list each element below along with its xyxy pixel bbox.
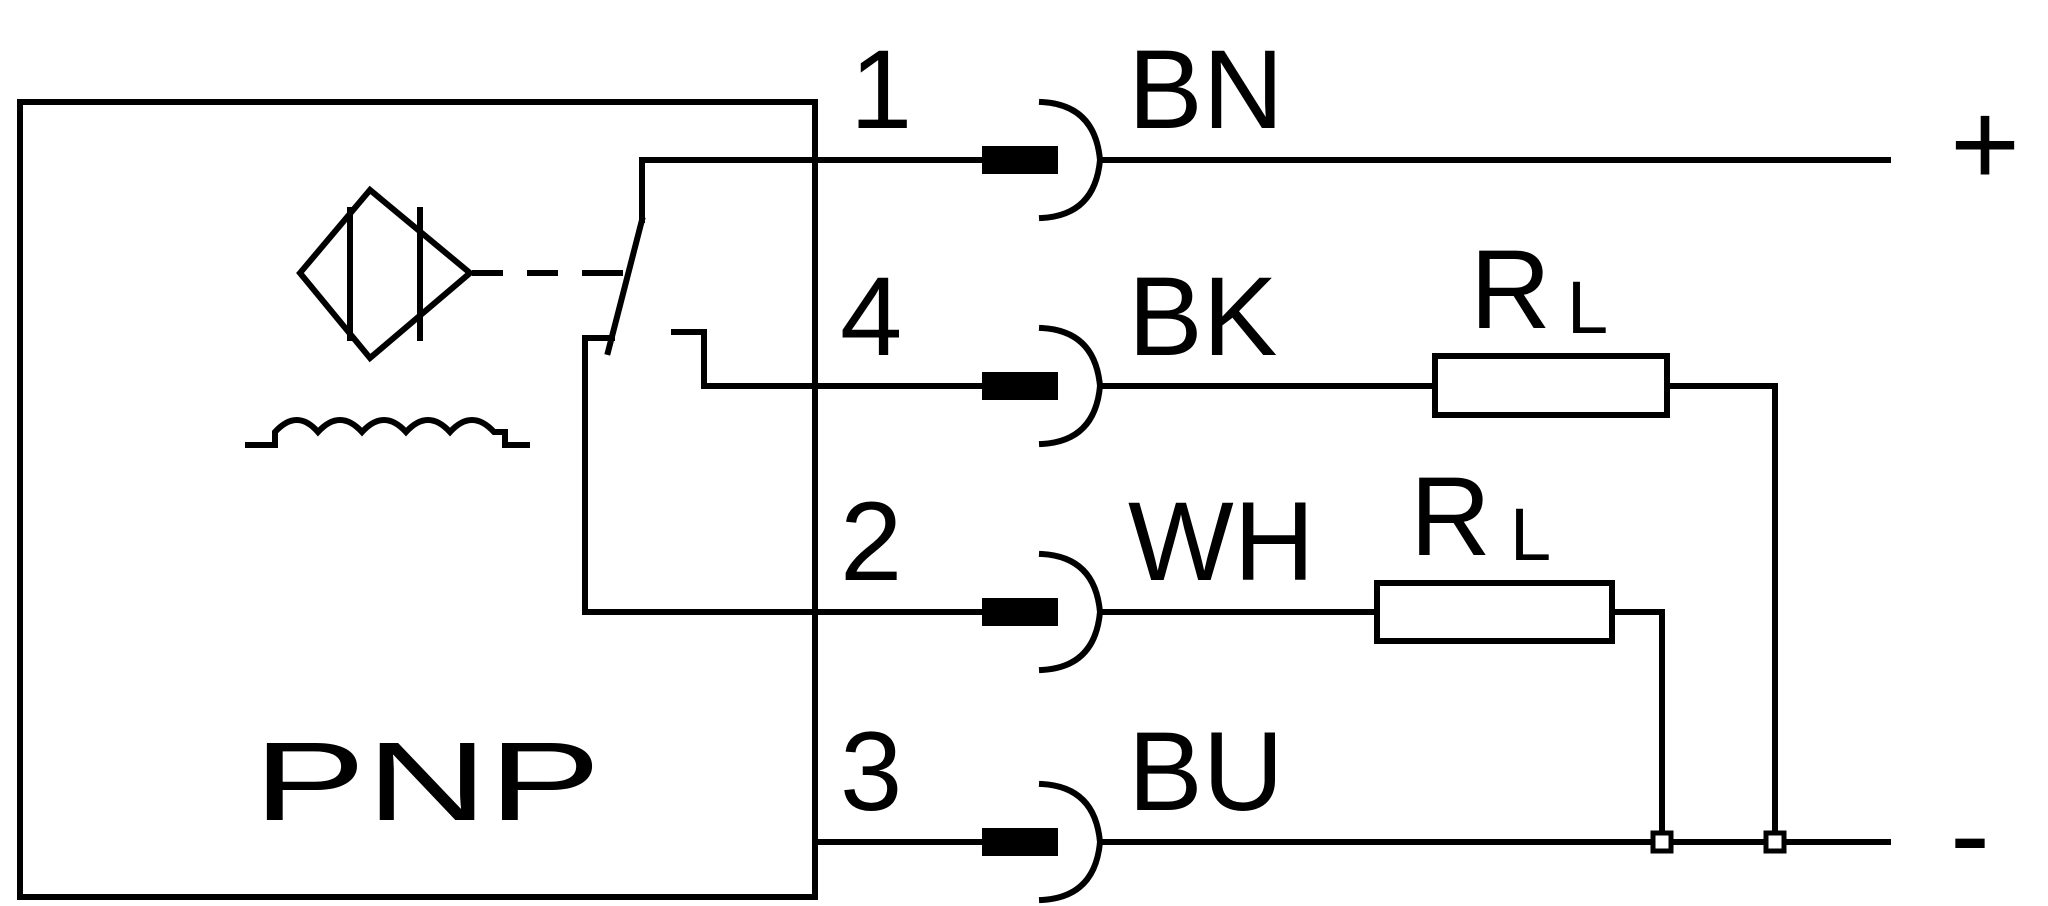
- connector-pin-2: [982, 550, 1104, 674]
- load-1-label-sub: L: [1567, 266, 1608, 349]
- load-resistor-1: [1432, 353, 1670, 418]
- pnp-switch: [582, 157, 818, 615]
- supply-positive-label: +: [1950, 77, 2020, 211]
- wire-color-bk: BK: [1128, 254, 1277, 379]
- pin-1-number: 1: [850, 27, 912, 152]
- oscillator-coil-icon: [245, 417, 530, 448]
- load-1-label-main: R: [1470, 227, 1551, 352]
- load-1-return-line: [1664, 383, 1778, 845]
- load-resistor-2: [1374, 580, 1615, 644]
- connector-pin-3: [982, 780, 1104, 904]
- supply-negative-label: -: [1950, 767, 1990, 901]
- inductive-sensor-icon: [296, 185, 475, 363]
- pin-3-number: 3: [840, 709, 902, 834]
- pin-2-number: 2: [840, 479, 902, 604]
- wire-color-bn: BN: [1128, 27, 1284, 152]
- wire-color-wh: WH: [1128, 479, 1315, 604]
- junction-node-1: [1650, 830, 1674, 854]
- junction-node-2: [1763, 830, 1787, 854]
- connector-pin-4: [982, 324, 1104, 448]
- pin-4-number: 4: [840, 254, 902, 379]
- load-2-label-sub: L: [1510, 493, 1551, 576]
- sensor-housing: [17, 99, 818, 900]
- wire-color-bu: BU: [1128, 709, 1284, 834]
- load-2-label-main: R: [1410, 454, 1491, 579]
- connector-pin-1: [982, 98, 1104, 222]
- sensor-type-label: PNP: [253, 719, 601, 844]
- load-2-return-line: [1609, 609, 1665, 845]
